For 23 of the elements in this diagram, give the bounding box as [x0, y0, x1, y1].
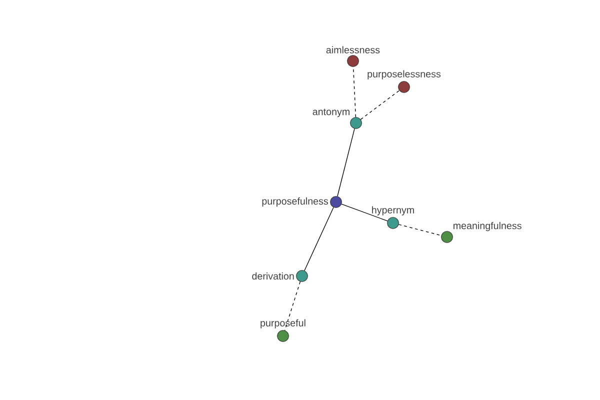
connector-line — [337, 128, 355, 197]
graph-node: meaningfulness — [441, 222, 522, 243]
node-label: derivation — [252, 272, 294, 280]
graph-node: purposeful — [260, 319, 306, 342]
connector-line — [304, 207, 334, 271]
node-label: purposeful — [260, 319, 306, 328]
connector-line — [341, 204, 388, 222]
graph-node: derivation — [252, 270, 308, 282]
node-label: aimlessness — [326, 46, 380, 54]
connector-line — [360, 90, 400, 120]
node-label: antonym — [312, 108, 350, 118]
node-label: purposelessness — [368, 70, 441, 80]
connector-line — [352, 66, 356, 118]
connector-line — [284, 281, 301, 331]
graph-node: antonym — [312, 108, 362, 129]
node-label: meaningfulness — [454, 222, 522, 232]
graph-node: hypernym — [372, 206, 414, 229]
graph-node: purposefulness — [262, 196, 342, 208]
node-label: purposefulness — [262, 197, 328, 207]
graph-node: aimlessness — [326, 46, 380, 67]
graph-node: purposelessness — [368, 70, 441, 93]
node-label: hypernym — [372, 206, 414, 216]
connector-line — [398, 224, 442, 236]
